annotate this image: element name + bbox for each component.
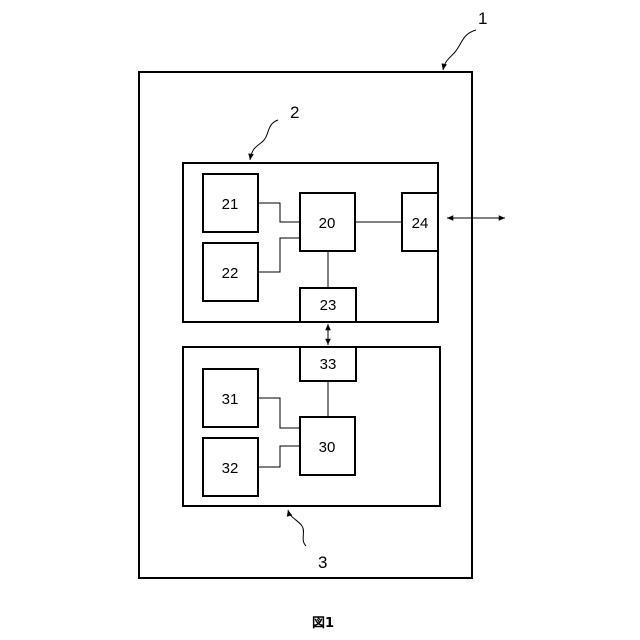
block-22-label: 22 [222, 265, 239, 282]
ref-1-leader [443, 30, 476, 70]
block-33-label: 33 [320, 356, 337, 373]
block-20-label: 20 [319, 215, 336, 232]
block-23-label: 23 [320, 297, 337, 314]
figure-caption: 図1 [312, 616, 334, 631]
block-30-label: 30 [319, 439, 336, 456]
block-24-label: 24 [412, 215, 429, 232]
block-32-label: 32 [222, 460, 239, 477]
block-31-label: 31 [222, 391, 239, 408]
ref-3-label: 3 [318, 553, 327, 572]
block-21-label: 21 [222, 196, 239, 213]
ref-2-label: 2 [290, 103, 299, 122]
ref-1-label: 1 [478, 9, 487, 28]
